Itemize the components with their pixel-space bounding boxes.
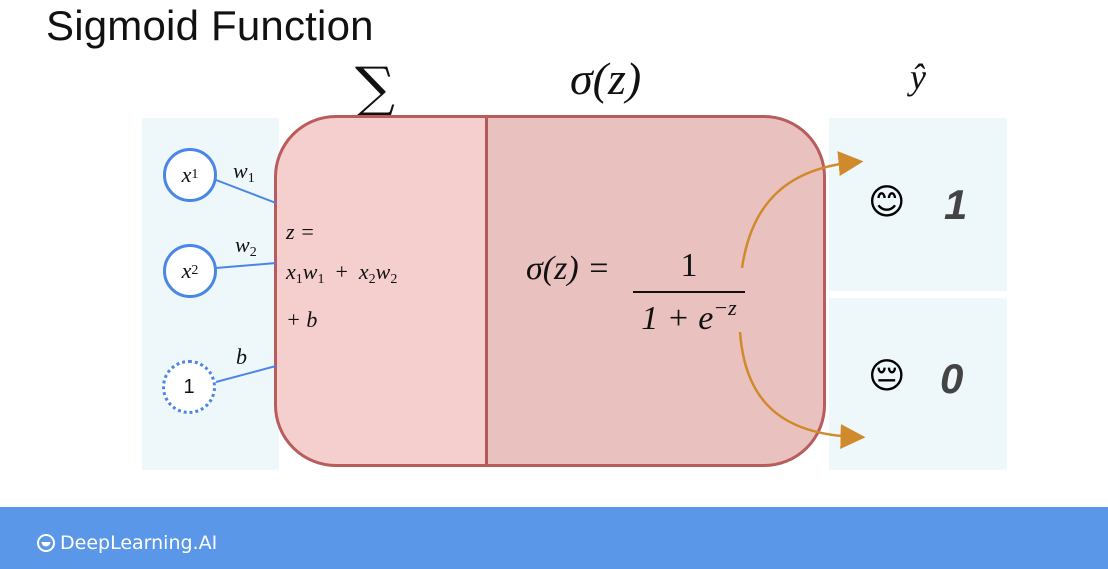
neuron-divider — [485, 118, 488, 464]
sigmoid-lhs: σ(z) = — [526, 250, 611, 287]
output-value-negative: 0 — [940, 355, 964, 402]
pensive-face-icon: 😔 — [868, 356, 906, 397]
brand-logo: DeepLearning.AI — [36, 532, 217, 554]
sigmoid-fraction: 1 1 + e−z — [633, 247, 745, 338]
neuron-block — [274, 115, 826, 467]
output-value-positive: 1 — [944, 181, 968, 228]
arrow-to-negative — [738, 331, 866, 450]
deeplearning-logo-icon — [37, 534, 55, 552]
brand-name: DeepLearning.AI — [60, 532, 218, 554]
linear-equation: z = x1w1 + x2w2 + b — [286, 212, 397, 340]
sigmoid-denominator: 1 + e−z — [641, 295, 737, 337]
linear-equation-line2: x1w1 + x2w2 — [286, 259, 398, 287]
weight-label-w2: w2 — [235, 232, 257, 260]
arrow-to-positive — [740, 151, 864, 269]
activation-header: σ(z) — [570, 53, 642, 104]
sigmoid-numerator: 1 — [680, 247, 698, 284]
weight-label-w1: w1 — [233, 158, 255, 186]
linear-equation-line3: + b — [286, 307, 318, 332]
output-panel-positive — [829, 118, 1007, 291]
edge-x2 — [215, 262, 277, 269]
summation-header: ∑ — [355, 56, 395, 121]
linear-equation-line1: z = — [286, 219, 315, 244]
edge-x1 — [215, 179, 277, 204]
bias-label: b — [236, 344, 247, 369]
bias-node: 1 — [162, 360, 216, 414]
smiling-face-icon: 😊 — [868, 182, 906, 223]
output-header: ŷ — [910, 57, 926, 97]
footer-bar: DeepLearning.AI — [0, 507, 1108, 569]
edge-bias — [215, 365, 277, 383]
slide-title: Sigmoid Function — [46, 2, 374, 49]
fraction-bar — [633, 291, 745, 293]
